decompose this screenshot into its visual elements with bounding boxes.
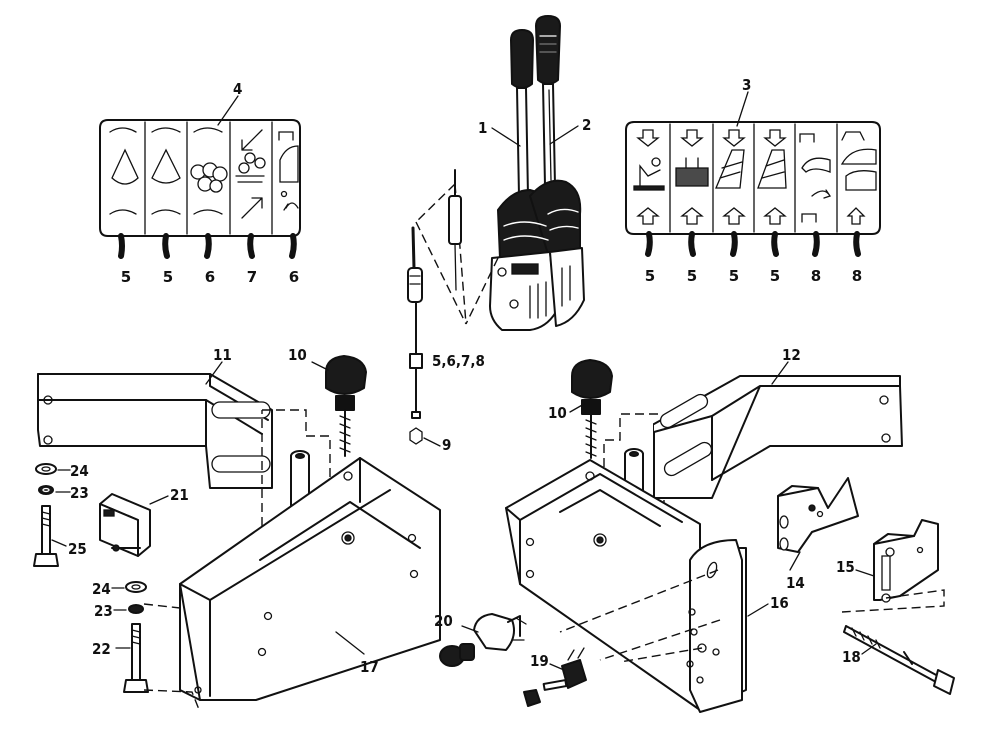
rubber-boot-2 — [529, 179, 582, 255]
part-label-5678: 5,6,7,8 — [432, 352, 485, 370]
left-plate-cables: 5 5 6 7 6 — [118, 233, 299, 286]
left-cable-label: 5 — [163, 268, 173, 286]
part-label-16: 16 — [770, 594, 789, 612]
part-label-4: 4 — [233, 80, 242, 98]
part-label-3: 3 — [742, 76, 751, 94]
right-cable-label: 8 — [811, 267, 821, 285]
right-bracket-arm — [653, 375, 903, 499]
part-label-10-right: 10 — [548, 404, 567, 422]
right-plate-cables: 5 5 5 5 8 8 — [645, 231, 862, 285]
part-label-22: 22 — [92, 640, 111, 658]
right-cable-label: 8 — [852, 267, 862, 285]
part-label-19: 19 — [530, 652, 549, 670]
long-bolt-18 — [843, 625, 955, 695]
right-cable-label: 5 — [729, 267, 739, 285]
arc-up-icon — [109, 127, 137, 133]
right-base-frame — [505, 459, 747, 713]
angle-icon — [840, 148, 877, 165]
lever-grip-1 — [510, 29, 534, 89]
left-bracket-arm — [37, 373, 273, 489]
ripper-icon — [639, 164, 661, 187]
right-cable-label: 5 — [687, 267, 697, 285]
down-arrow-icons — [636, 129, 787, 147]
part-label-2: 2 — [582, 116, 591, 134]
compactor-icon — [675, 167, 709, 187]
switch-19 — [523, 647, 587, 707]
right-symbol-plate — [625, 121, 881, 235]
part-label-21: 21 — [170, 486, 189, 504]
part-label-12: 12 — [782, 346, 801, 364]
mounting-plate-15 — [873, 519, 939, 603]
lever-grip-2 — [535, 15, 561, 85]
dozer-blade-icon-2 — [757, 149, 787, 189]
part-label-23-top: 23 — [70, 484, 89, 502]
mounting-plate-14 — [777, 477, 859, 553]
part-label-25: 25 — [68, 540, 87, 558]
arrow-in-icon — [241, 129, 263, 151]
rotate-icon — [283, 202, 299, 211]
right-cable-label: 5 — [770, 267, 780, 285]
joystick-assembly — [489, 15, 585, 331]
tilt-icon — [801, 157, 831, 173]
knob-10-right — [571, 359, 613, 459]
part-label-9: 9 — [442, 436, 451, 454]
part-label-18: 18 — [842, 648, 861, 666]
clamp-21 — [99, 493, 151, 557]
left-symbol-plate — [99, 119, 301, 237]
valve-body-2 — [549, 247, 585, 327]
blade-icon — [279, 145, 299, 183]
up-arrow-icons — [636, 207, 866, 225]
part-label-10-left: 10 — [288, 346, 307, 364]
part-label-14: 14 — [786, 574, 805, 592]
bucket-icon — [111, 148, 139, 185]
left-cable-label: 7 — [247, 268, 257, 286]
dozer-blade-icon — [715, 149, 745, 189]
part-label-20: 20 — [434, 612, 453, 630]
fastener-stack-left-top — [33, 463, 59, 567]
left-cable-label: 5 — [121, 268, 131, 286]
part-label-11: 11 — [213, 346, 232, 364]
bucket-icon-2 — [151, 148, 181, 184]
part-label-17: 17 — [360, 658, 379, 676]
ground-icon — [633, 185, 665, 191]
left-cable-label: 6 — [205, 268, 215, 286]
arc-down-icon — [109, 209, 137, 215]
right-cable-label: 5 — [645, 267, 655, 285]
control-cable-end — [407, 169, 499, 419]
part-label-15: 15 — [836, 558, 855, 576]
part-label-1: 1 — [478, 119, 487, 137]
arrow-out-icon — [241, 197, 263, 219]
left-base-frame — [179, 457, 441, 701]
part-label-23-bottom: 23 — [94, 602, 113, 620]
left-cable-label: 6 — [289, 268, 299, 286]
part-label-24-top: 24 — [70, 462, 89, 480]
part-label-24-bottom: 24 — [92, 580, 111, 598]
grapple-icon — [235, 175, 265, 183]
switch-20 — [439, 613, 527, 667]
knob-10-left — [325, 355, 367, 457]
fastener-stack-left-bottom — [123, 581, 149, 693]
nut-9 — [409, 427, 423, 445]
